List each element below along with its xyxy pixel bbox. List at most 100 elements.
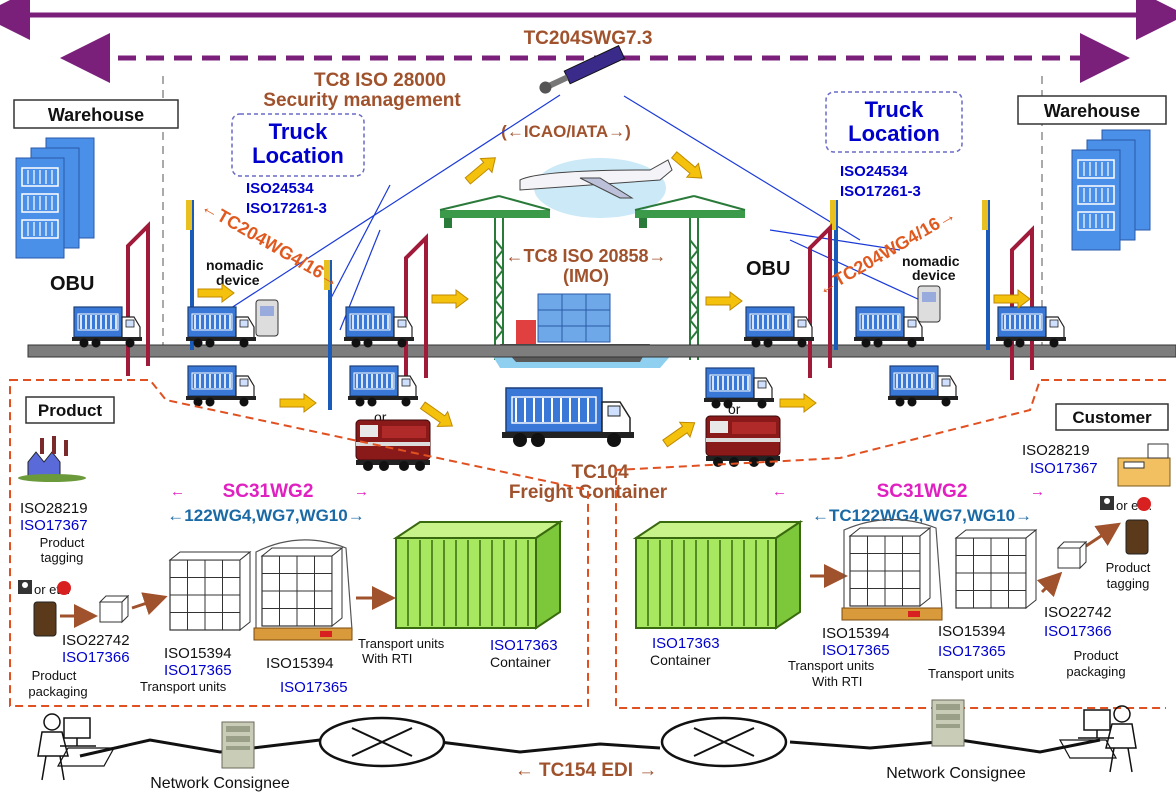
transport-rti-left-2: With RTI <box>362 651 412 666</box>
iso17363-right: ISO17363 <box>652 635 720 652</box>
truck-location-left-line2: Location <box>252 143 344 168</box>
sc31-right-arrow-l: ← <box>772 483 787 500</box>
sc31-left-arrow-r: → <box>354 483 369 500</box>
tc104-line1: TC104 <box>571 462 628 483</box>
gate-arch-left-2 <box>406 238 426 388</box>
truck-location-right-line1: Truck <box>865 97 924 122</box>
factory-icon <box>18 436 86 482</box>
tc8-iso20858-line1: ←TC8 ISO 20858→ <box>505 246 666 266</box>
truck-road-5 <box>854 307 924 348</box>
warehouse-right-building <box>1072 130 1150 250</box>
container-right: Container <box>650 652 711 668</box>
arrow-to-plane-left <box>462 151 501 188</box>
truck-lower-1 <box>186 366 256 407</box>
phone-icon-right <box>918 286 940 322</box>
iso22742-right: ISO22742 <box>1044 604 1112 621</box>
small-box-right <box>1058 542 1086 568</box>
icao-iata-label: (←ICAO/IATA→) <box>501 122 631 141</box>
red-tag-icon-right <box>1137 497 1151 511</box>
obu-right: OBU <box>746 258 790 280</box>
truck-road-1 <box>72 307 142 348</box>
jar-icon-right <box>1126 520 1148 554</box>
grid-stack-right <box>956 530 1036 608</box>
warehouse-right-label: Warehouse <box>1044 101 1140 121</box>
truck-road-4 <box>744 307 814 348</box>
small-box-left <box>100 596 128 622</box>
product-title: Product <box>38 401 103 420</box>
or-right: or <box>728 401 741 417</box>
sc31-right-arrow-r: → <box>1030 483 1045 500</box>
jar-icon-left <box>34 602 56 636</box>
server-icon-left <box>222 722 254 768</box>
tc8-iso28000-line2: Security management <box>263 90 461 111</box>
network-hub-right <box>662 718 786 766</box>
tc204swg-label: TC204SWG7.3 <box>524 28 653 49</box>
gate-pole-right-2 <box>982 200 990 350</box>
iso17366-right: ISO17366 <box>1044 623 1112 640</box>
transport-units-right: Transport units <box>928 666 1015 681</box>
product-tagging-left-1: Product <box>40 535 85 550</box>
iso28219-left: ISO28219 <box>20 500 88 517</box>
sc31-right: SC31WG2 <box>877 481 968 502</box>
arrow-from-plane-right <box>668 148 707 185</box>
nomadic-right-2: device <box>912 267 956 283</box>
lower-arrow-3 <box>660 415 700 450</box>
road-arrow-3 <box>706 292 742 310</box>
product-packaging-right-1: Product <box>1074 648 1119 663</box>
tc8-iso20858-line2: (IMO) <box>563 266 609 286</box>
sc31-left-arrows: ← <box>170 483 185 500</box>
sc31-left: SC31WG2 <box>223 481 314 502</box>
iso15394-b-right: ISO15394 <box>938 623 1006 640</box>
iso15394-a-left: ISO15394 <box>164 645 232 662</box>
iso28219-right: ISO28219 <box>1022 442 1090 459</box>
iso17261-right: ISO17261-3 <box>840 183 921 200</box>
customer-title: Customer <box>1072 408 1152 427</box>
lower-arrow-4 <box>780 394 816 412</box>
product-packaging-left-2: packaging <box>28 684 87 699</box>
arrow-grid-to-box-right <box>1042 576 1058 592</box>
truck-road-2 <box>186 307 256 348</box>
iso17365-b-right: ISO17365 <box>938 643 1006 660</box>
transport-rti-right-1: Transport units <box>788 658 875 673</box>
iso17261-left: ISO17261-3 <box>246 200 327 217</box>
red-tag-icon-left <box>57 581 71 595</box>
wallet-icon-left <box>18 580 32 594</box>
transport-rti-right-2: With RTI <box>812 674 862 689</box>
satellite-icon <box>537 46 624 97</box>
person-computer-left <box>38 714 114 780</box>
tc8-iso28000-line1: TC8 ISO 28000 <box>314 70 446 91</box>
obu-left: OBU <box>50 273 94 295</box>
iso24534-right: ISO24534 <box>840 163 908 180</box>
container-left: Container <box>490 654 551 670</box>
iso17366-left: ISO17366 <box>62 649 130 666</box>
product-tagging-right-2: tagging <box>1107 576 1150 591</box>
product-tagging-right-1: Product <box>1106 560 1151 575</box>
lower-arrow-1 <box>280 394 316 412</box>
locomotive-right <box>706 416 780 467</box>
iso17363-left: ISO17363 <box>490 637 558 654</box>
truck-lower-4 <box>888 366 958 407</box>
network-consignee-left: Network Consignee <box>150 775 290 792</box>
arrow-box-to-grid-left <box>132 598 162 608</box>
product-tagging-left-2: tagging <box>41 550 84 565</box>
grid-stack-left-1 <box>170 552 250 630</box>
iso17365-a-right: ISO17365 <box>822 642 890 659</box>
wrapped-pallet-left <box>254 540 352 640</box>
product-packaging-right-2: packaging <box>1066 664 1125 679</box>
iso15394-a-right: ISO15394 <box>822 625 890 642</box>
iso24534-left: ISO24534 <box>246 180 314 197</box>
product-packaging-left-1: Product <box>32 668 77 683</box>
tc122-right: ←TC122WG4,WG7,WG10→ <box>812 506 1032 525</box>
transport-units-left: Transport units <box>140 679 227 694</box>
truck-location-left-line1: Truck <box>269 119 328 144</box>
network-consignee-right: Network Consignee <box>886 765 1026 782</box>
crane-right <box>635 196 745 360</box>
iso17367-right: ISO17367 <box>1030 460 1098 477</box>
iso17365-b-left: ISO17365 <box>280 679 348 696</box>
iso15394-b-left: ISO15394 <box>266 655 334 672</box>
transport-rti-left-1: Transport units <box>358 636 445 651</box>
truck-road-3 <box>344 307 414 348</box>
phone-icon-left <box>256 300 278 336</box>
truck-location-right-line2: Location <box>848 121 940 146</box>
